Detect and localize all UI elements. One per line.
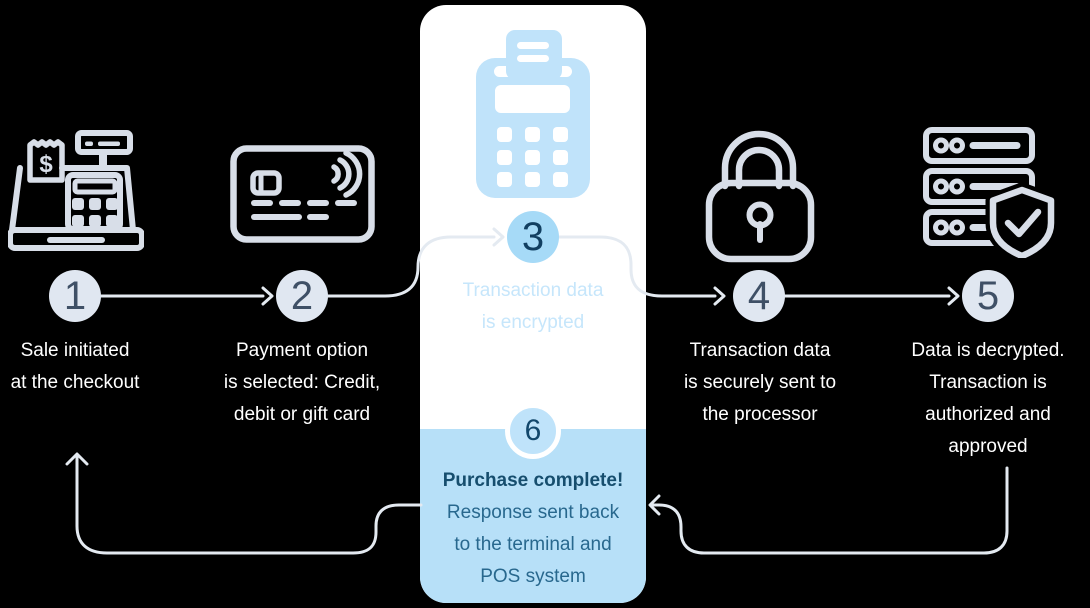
server-unit — [923, 127, 1035, 164]
step-2-caption: Payment option is selected: Credit, debi… — [187, 335, 417, 431]
credit-card-icon — [230, 145, 375, 243]
caption-line: debit or gift card — [233, 404, 371, 425]
step-4-badge: 4 — [733, 270, 785, 322]
step-1-number: 1 — [63, 273, 87, 318]
lock-shackle — [721, 130, 797, 190]
receipt — [27, 139, 65, 183]
step-4-caption: Transaction data is securely sent to the… — [650, 335, 870, 431]
arrowhead-step4 — [713, 286, 726, 306]
caption-line: the processor — [702, 404, 818, 425]
caption-line: Sale initiated — [20, 340, 130, 361]
step-6-number: 6 — [524, 414, 542, 447]
caption-line: is encrypted — [481, 312, 585, 333]
step-2-number: 2 — [290, 273, 314, 318]
step-6-title: Purchase complete! — [442, 470, 624, 491]
step-3-caption: Transaction data is encrypted — [433, 275, 633, 339]
caption-line: Transaction data — [689, 340, 831, 361]
step-4-number: 4 — [747, 273, 771, 318]
caption-line: Payment option — [235, 340, 369, 361]
padlock-icon — [705, 130, 815, 263]
step-6-badge: 6 — [505, 403, 561, 459]
dollar-symbol: $ — [39, 151, 53, 178]
caption-line: POS system — [480, 566, 586, 587]
step-5-badge: 5 — [962, 270, 1014, 322]
terminal-keypad — [497, 127, 568, 187]
caption-line: to the terminal and — [454, 534, 612, 555]
checkmark-icon — [1004, 208, 1042, 238]
caption-line: is securely sent to — [683, 372, 837, 393]
caption-line: Transaction data — [462, 280, 604, 301]
caption-line: at the checkout — [10, 372, 140, 393]
contactless-waves-icon — [331, 164, 341, 184]
caption-line: is selected: Credit, — [223, 372, 381, 393]
arrow-step6-step1 — [75, 453, 423, 555]
server-shield-icon — [923, 127, 1055, 258]
caption-line: approved — [948, 436, 1028, 457]
step-6-caption: Purchase complete! Response sent back to… — [428, 465, 638, 593]
step-1-badge: 1 — [49, 270, 101, 322]
step-3-number: 3 — [521, 214, 545, 259]
cash-register-icon: $ — [8, 130, 144, 251]
card-chip — [250, 170, 282, 196]
caption-line: Response sent back — [446, 502, 620, 523]
arrowhead-step1 — [65, 452, 89, 466]
caption-line: Transaction is — [929, 372, 1047, 393]
payment-terminal-icon — [476, 30, 590, 198]
shield-icon — [989, 186, 1055, 258]
caption-line: authorized and — [925, 404, 1051, 425]
lock-body — [705, 179, 815, 263]
step-5-number: 5 — [976, 273, 1000, 318]
arrowhead-step5 — [947, 286, 960, 306]
arrowhead-step6 — [648, 494, 661, 516]
step-3-badge: 3 — [507, 211, 559, 263]
step-2-badge: 2 — [276, 270, 328, 322]
caption-line: Data is decrypted. — [911, 340, 1065, 361]
step-1-caption: Sale initiated at the checkout — [0, 335, 150, 399]
terminal-screen — [495, 85, 570, 113]
arrow-step5-step6 — [649, 466, 1009, 555]
arrowhead-step2 — [261, 286, 274, 306]
step-5-caption: Data is decrypted. Transaction is author… — [885, 335, 1090, 463]
